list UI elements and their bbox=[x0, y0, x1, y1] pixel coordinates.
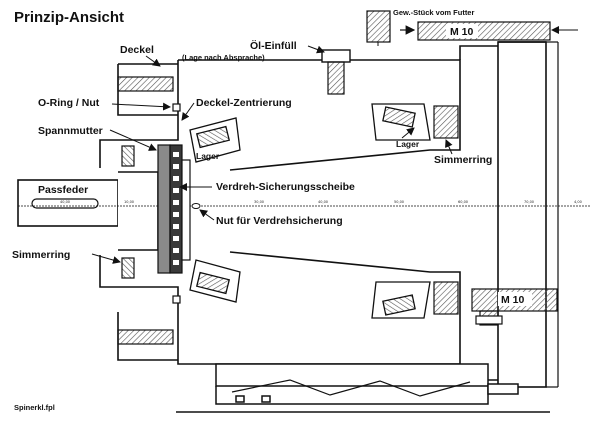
scale-tick: 4,00 bbox=[574, 200, 582, 204]
spindle bbox=[17, 102, 461, 325]
label-passfeder: Passfeder bbox=[38, 184, 88, 196]
label-oel-einfuell: Öl-Einfüll bbox=[250, 39, 297, 52]
o-ring bbox=[172, 103, 181, 304]
label-gew-stueck: Gew.-Stück vom Futter bbox=[393, 8, 474, 17]
label-oel-hinweis: (Lage nach Absprache) bbox=[182, 53, 265, 62]
cover-bolts bbox=[117, 76, 174, 345]
bottom-threaded-stud bbox=[471, 288, 558, 326]
label-deckel: Deckel bbox=[120, 44, 154, 56]
scale-tick: 30,00 bbox=[254, 200, 264, 204]
oil-fill-plug bbox=[321, 49, 351, 95]
label-lager-left: Lager bbox=[196, 151, 220, 161]
label-nut: Nut für Verdrehsicherung bbox=[216, 215, 343, 227]
label-deckel-zentrierung: Deckel-Zentrierung bbox=[196, 97, 292, 109]
label-sicherungsscheibe: Verdreh-Sicherungsscheibe bbox=[216, 181, 355, 193]
scale-tick: 10,00 bbox=[124, 200, 134, 204]
seals bbox=[121, 105, 459, 315]
scale-tick: 50,00 bbox=[394, 200, 404, 204]
flange-plate bbox=[497, 41, 559, 388]
label-simmerring-left: Simmerring bbox=[12, 249, 70, 261]
label-lager-right: Lager bbox=[396, 139, 420, 149]
scale-tick: 40,00 bbox=[318, 200, 328, 204]
top-threaded-stud bbox=[366, 10, 551, 43]
label-simmerring-right: Simmerring bbox=[434, 154, 492, 166]
label-o-ring: O-Ring / Nut bbox=[38, 97, 100, 109]
bearings bbox=[189, 103, 431, 319]
label-m10-bottom: M 10 bbox=[501, 294, 525, 306]
label-filename: Spinerkl.fpl bbox=[14, 403, 55, 412]
clamping-nut bbox=[157, 144, 201, 274]
leader-arrows bbox=[91, 26, 578, 264]
scale-tick: 60,00 bbox=[458, 200, 468, 204]
scale-tick: 70,00 bbox=[524, 200, 534, 204]
base-stand bbox=[176, 363, 550, 413]
scale-tick: 40,00 bbox=[60, 200, 70, 204]
label-m10-top: M 10 bbox=[450, 26, 474, 38]
page-title: Prinzip-Ansicht bbox=[14, 9, 124, 26]
label-spannmutter: Spannmutter bbox=[38, 125, 103, 137]
